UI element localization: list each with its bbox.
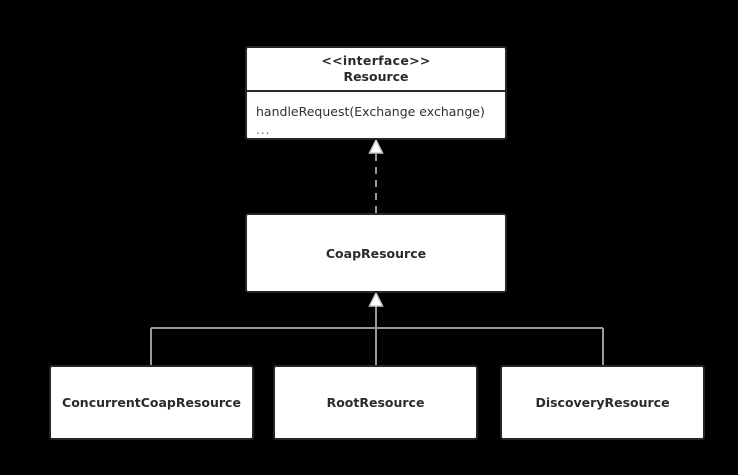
class-name-concurrentcoapresource: ConcurrentCoapResource <box>62 395 241 410</box>
class-box-coapresource[interactable]: CoapResource <box>245 213 507 293</box>
member-handle-request: handleRequest(Exchange exchange) <box>256 104 485 119</box>
class-box-discoveryresource[interactable]: DiscoveryResource <box>500 365 705 440</box>
realization-hollow-triangle-arrowhead <box>368 138 384 154</box>
compartment-divider <box>247 90 505 92</box>
class-members-resource: handleRequest(Exchange exchange) ... <box>247 92 505 148</box>
class-box-concurrentcoapresource[interactable]: ConcurrentCoapResource <box>49 365 254 440</box>
class-name-resource: Resource <box>343 69 409 84</box>
generalization-hollow-triangle-arrowhead <box>368 291 384 307</box>
stereotype-label: <<interface>> <box>321 53 431 68</box>
class-header-resource: <<interface>> Resource <box>247 48 505 90</box>
class-name-discoveryresource: DiscoveryResource <box>535 395 670 410</box>
generalization-tree-to-coapresource <box>150 291 604 365</box>
realization-coapresource-to-resource <box>368 138 384 213</box>
class-name-coapresource: CoapResource <box>325 245 427 261</box>
class-box-rootresource[interactable]: RootResource <box>273 365 478 440</box>
member-ellipsis: ... <box>256 123 271 137</box>
class-box-resource[interactable]: <<interface>> Resource handleRequest(Exc… <box>245 46 507 140</box>
class-name-rootresource: RootResource <box>326 395 425 410</box>
